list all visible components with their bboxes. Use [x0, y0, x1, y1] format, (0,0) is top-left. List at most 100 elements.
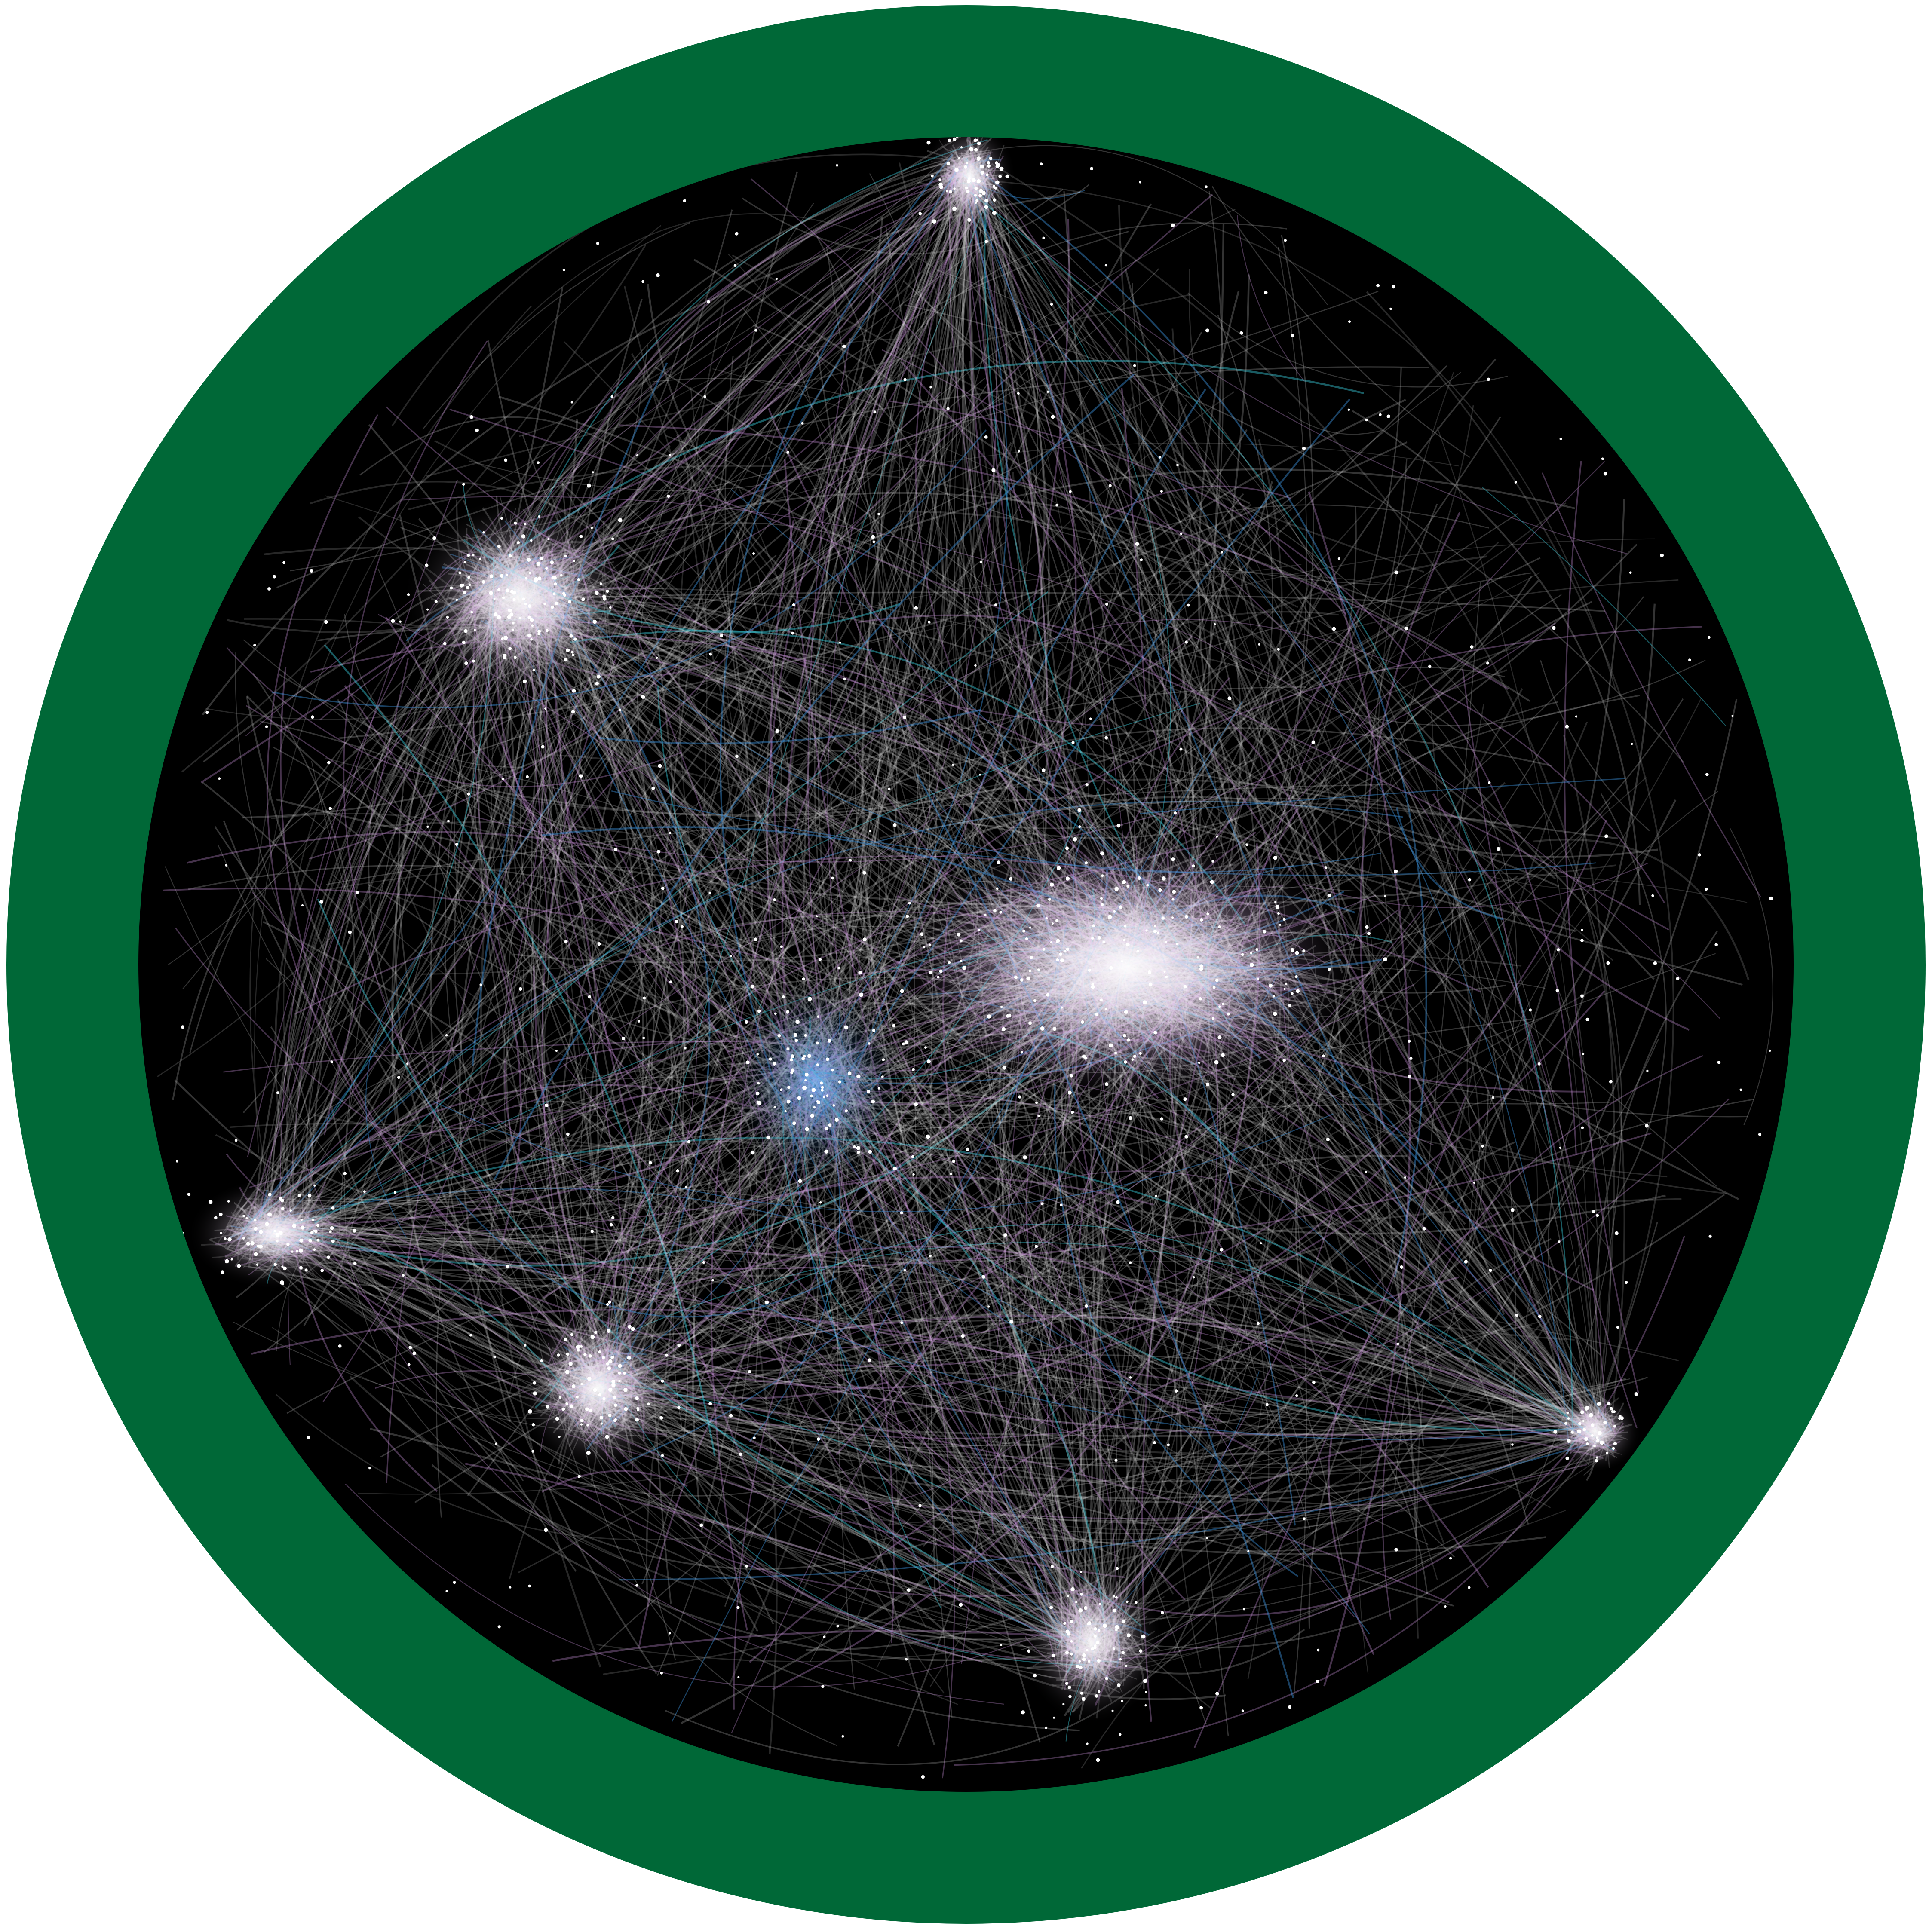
network-edge [309, 199, 974, 860]
network-node [953, 137, 957, 141]
network-node [331, 1206, 335, 1210]
network-edge [1109, 580, 1230, 1645]
network-node [995, 165, 1000, 168]
network-node [1171, 916, 1174, 919]
network-node [259, 1230, 263, 1234]
network-edge [556, 623, 1091, 1658]
network-node [847, 1071, 852, 1075]
network-edge [245, 174, 962, 736]
network-edge [250, 1235, 1189, 1468]
network-node [1365, 925, 1369, 929]
network-node [798, 1179, 802, 1183]
network-node [816, 1063, 819, 1066]
network-node [926, 141, 931, 145]
network-node [1078, 1660, 1081, 1663]
network-node [268, 1193, 272, 1197]
network-node [1023, 1155, 1027, 1160]
network-node [527, 633, 532, 638]
network-node [1135, 1601, 1138, 1604]
network-node [1006, 1014, 1009, 1018]
network-edge [576, 1198, 1682, 1406]
network-node [352, 1228, 356, 1233]
network-edge [531, 602, 594, 1306]
network-node [1060, 958, 1064, 963]
network-node [283, 1266, 287, 1271]
network-node [967, 218, 971, 222]
network-edge [1558, 944, 1593, 1433]
network-edge [817, 591, 935, 1038]
network-edge [307, 572, 1532, 1225]
network-node [489, 591, 493, 595]
network-node [599, 1416, 604, 1420]
network-node [1112, 1595, 1116, 1598]
network-node [1221, 1053, 1225, 1057]
network-node [937, 976, 940, 979]
network-node [810, 1114, 815, 1118]
network-edge [579, 1408, 1080, 1641]
network-node [589, 1408, 593, 1412]
network-node [1596, 1439, 1600, 1443]
network-node [1273, 995, 1275, 998]
network-edge [589, 175, 974, 643]
network-node [816, 1041, 819, 1045]
network-node [590, 1335, 595, 1339]
network-node [635, 1396, 639, 1400]
network-edge [974, 173, 1305, 797]
network-node [608, 1359, 613, 1364]
network-node [279, 1280, 284, 1285]
network-node [1127, 1038, 1130, 1042]
network-edge [1019, 611, 1339, 703]
network-edge [999, 551, 1139, 1656]
network-node [224, 1237, 227, 1240]
network-node [353, 1262, 357, 1265]
network-edge [544, 578, 637, 1373]
network-node [1002, 1066, 1006, 1070]
network-node [472, 659, 475, 663]
network-edge [1106, 1141, 1515, 1650]
network-edge [602, 219, 1070, 1364]
network-edge [803, 1102, 1602, 1444]
network-node [254, 1219, 257, 1222]
network-node [1080, 1692, 1083, 1695]
network-node [960, 146, 963, 149]
network-node [1098, 1603, 1101, 1605]
network-edge [280, 181, 963, 1236]
network-node [795, 1020, 800, 1024]
network-node [618, 1372, 621, 1375]
network-edge [264, 561, 563, 1353]
network-edge [554, 591, 1605, 612]
network-edge [269, 1204, 1609, 1524]
network-node [1211, 1017, 1215, 1020]
network-node [531, 1423, 535, 1427]
network-node [1578, 1422, 1582, 1426]
network-node [1597, 1402, 1601, 1406]
network-edge [815, 1102, 1576, 1427]
network-edge [583, 1410, 1614, 1437]
network-node [1384, 895, 1386, 897]
network-edge [299, 1041, 1114, 1219]
network-edge [837, 171, 995, 1100]
network-node [458, 571, 461, 574]
network-node [1109, 966, 1113, 970]
network-node [527, 1409, 532, 1414]
network-node [976, 179, 981, 184]
network-edge [566, 1411, 1082, 1634]
network-edge [903, 280, 1471, 741]
network-node [1098, 936, 1101, 940]
network-node [468, 584, 471, 586]
network-edge [280, 1236, 1125, 1578]
network-node [592, 619, 597, 624]
network-node [1119, 905, 1122, 909]
network-node [1079, 1666, 1083, 1670]
network-node [777, 1034, 781, 1038]
network-node [310, 1231, 314, 1234]
network-node [1198, 1061, 1200, 1064]
network-node [824, 1127, 828, 1130]
network-edge [349, 1375, 1091, 1641]
network-node [571, 651, 574, 654]
network-node [250, 1241, 255, 1246]
network-node [1087, 1621, 1092, 1625]
network-node [1065, 846, 1069, 850]
network-edge [854, 166, 1104, 1610]
network-node [1153, 1031, 1157, 1035]
